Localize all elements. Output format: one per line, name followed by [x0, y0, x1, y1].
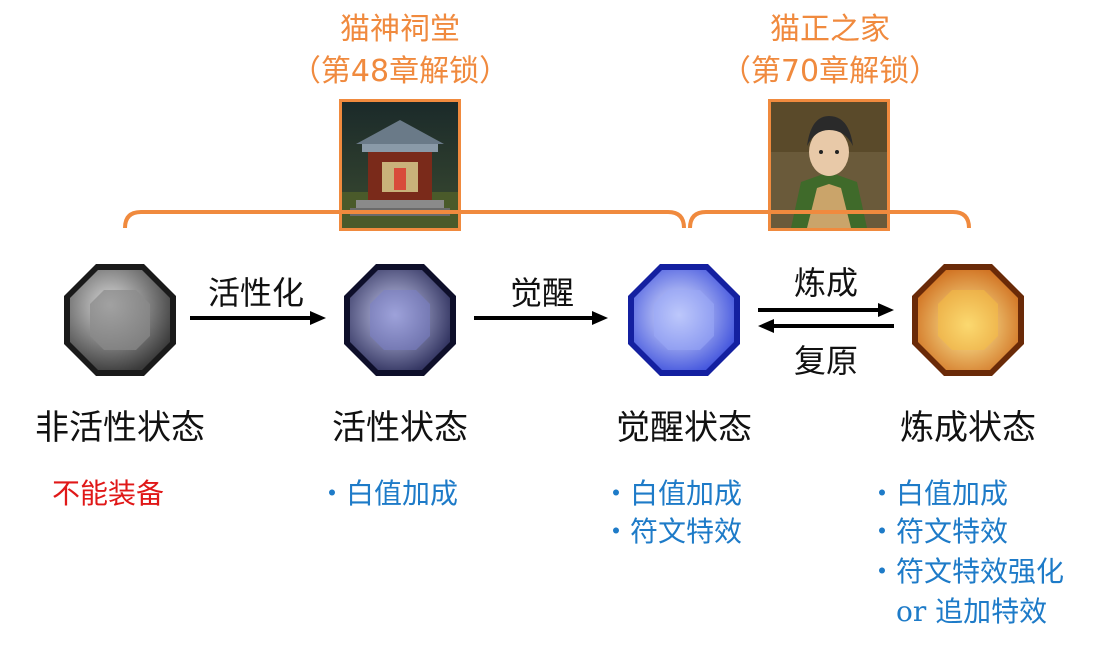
- awakened-state-label: 觉醒状态: [564, 400, 804, 449]
- refined-effect: ・白值加成: [868, 472, 1008, 512]
- awakened-effect: ・白值加成: [602, 472, 742, 512]
- awaken-label: 觉醒: [462, 268, 622, 314]
- active-gem-icon: [340, 260, 460, 380]
- activate-label: 活性化: [176, 268, 336, 314]
- refined-effect: ・符文特效强化: [868, 550, 1064, 590]
- awakened-gem-icon: [624, 260, 744, 380]
- house-bracket: [690, 212, 969, 228]
- refined-gem-icon: [908, 260, 1028, 380]
- refine-arrow: [758, 303, 894, 317]
- active-state-label: 活性状态: [280, 400, 520, 449]
- refine-label: 炼成: [746, 258, 906, 304]
- awakened-effect: ・符文特效: [602, 510, 742, 550]
- restore-label: 复原: [746, 336, 906, 382]
- refined-state-label: 炼成状态: [848, 400, 1088, 449]
- refined-effect: ・符文特效: [868, 510, 1008, 550]
- refined-effect: or 追加特效: [896, 590, 1047, 630]
- cannot-equip-note: 不能装备: [52, 472, 164, 512]
- restore-arrow: [758, 319, 894, 333]
- inactive-gem-icon: [60, 260, 180, 380]
- inactive-state-label: 非活性状态: [0, 400, 240, 449]
- active-effect: ・白值加成: [318, 472, 458, 512]
- shrine-bracket: [125, 212, 684, 228]
